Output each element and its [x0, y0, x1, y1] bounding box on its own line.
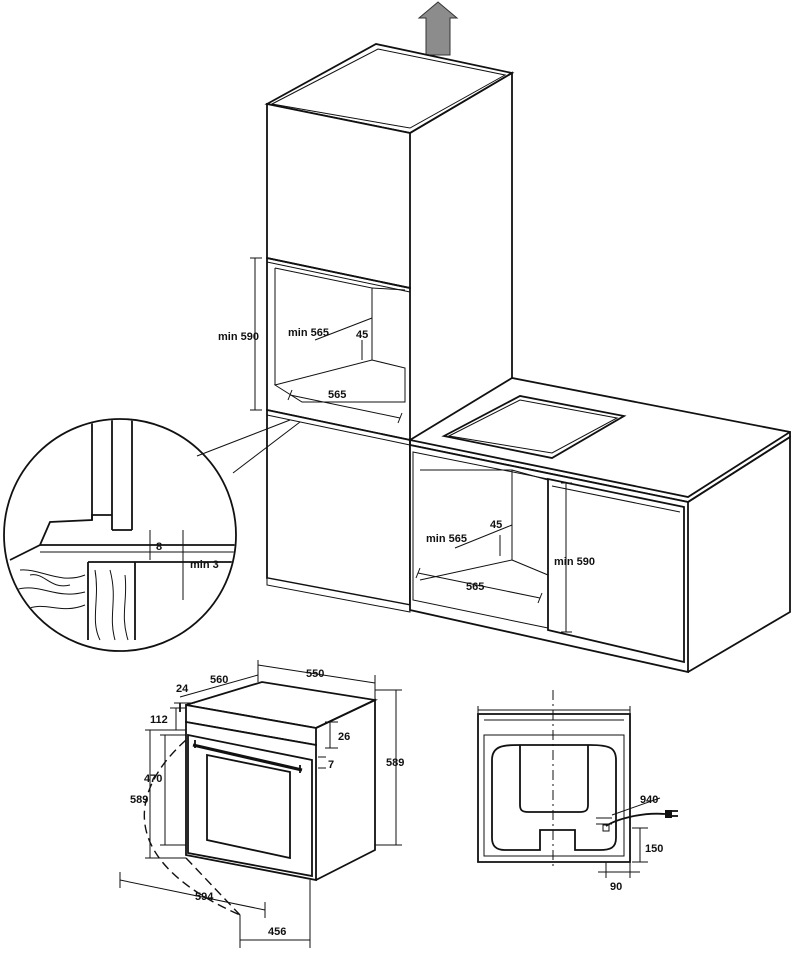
rear-view — [477, 690, 678, 878]
column-niche-dimensions — [250, 257, 403, 424]
counter-niche-depth-label: min 565 — [426, 533, 467, 545]
socket-offset-label: 90 — [610, 881, 622, 893]
oven-drawing — [179, 681, 379, 882]
oven-panel-height-label: 112 — [150, 714, 168, 726]
counter-niche-width-label: 565 — [466, 581, 484, 593]
air-flow-arrow — [417, 1, 459, 56]
counter-niche-height-label: min 590 — [554, 556, 595, 568]
column-vent-gap-label: 45 — [356, 329, 368, 341]
detail-min-gap-label: min 3 — [190, 559, 219, 571]
oven-panel-depth-label: 26 — [338, 731, 350, 743]
detail-gap-label: 8 — [156, 541, 162, 553]
column-niche-width-label: 565 — [328, 389, 346, 401]
detail-callout — [3, 418, 301, 652]
cable-length-label: 940 — [640, 794, 658, 806]
oven-height-right-label: 589 — [386, 757, 404, 769]
oven-front-offset-label: 24 — [176, 683, 189, 695]
oven-dimensions — [119, 660, 402, 948]
oven-door-thickness-label: 7 — [328, 759, 334, 771]
counter-vent-gap-label: 45 — [490, 519, 502, 531]
oven-door-height-label: 470 — [144, 773, 162, 785]
oven-height-left-label: 589 — [130, 794, 148, 806]
column-cabinet — [264, 43, 515, 613]
oven-depth-label: 560 — [210, 674, 228, 686]
column-niche-depth-label: min 565 — [288, 327, 329, 339]
under-counter-cabinet — [407, 377, 791, 674]
oven-door-swing-label: 456 — [268, 926, 286, 938]
oven-front-width-label: 594 — [195, 891, 214, 903]
column-niche-height-label: min 590 — [218, 331, 259, 343]
under-counter-dimensions — [415, 482, 572, 633]
socket-height-label: 150 — [645, 843, 663, 855]
oven-top-width-label: 550 — [306, 668, 324, 680]
